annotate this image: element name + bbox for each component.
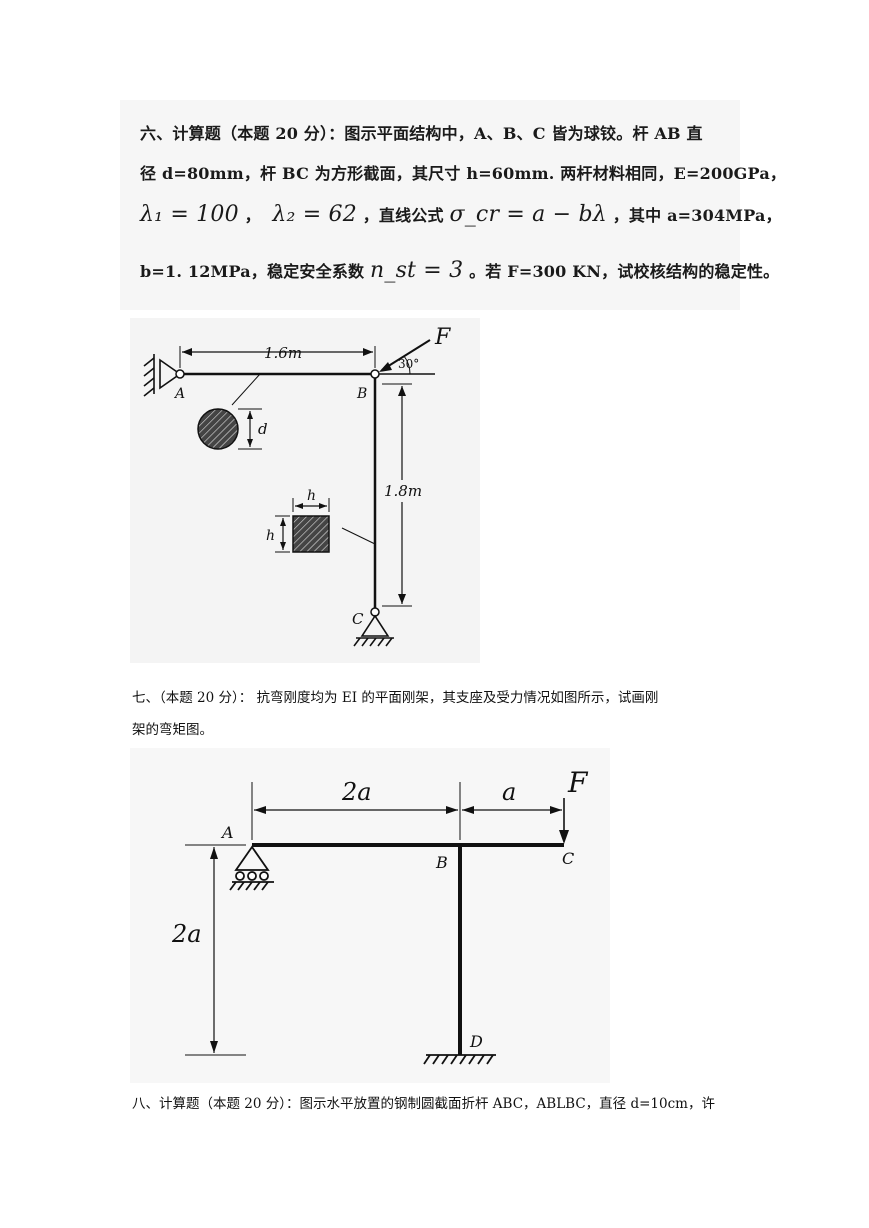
problem-7-text: 七、（本题 20 分）： 抗弯刚度均为 EI 的平面刚架，其支座及受力情况如图所… <box>132 682 658 746</box>
lambda2-expr: λ₂ = 62 <box>272 202 357 227</box>
diameter-d-label: d <box>258 420 268 438</box>
formula-suffix: ，其中 a=304MPa， <box>612 206 782 225</box>
point-c-label: C <box>352 610 364 628</box>
point-a-label-7: A <box>220 823 234 842</box>
problem-6-figure: 1.6m F 30° 1.8m A B C d h h <box>130 318 480 663</box>
square-h-top-label: h <box>307 488 316 504</box>
problem-6-line-4: b=1. 12MPa，稳定安全系数 n_st = 3 。若 F=300 KN，试… <box>140 258 779 283</box>
square-section <box>292 515 330 553</box>
pin-support-a <box>143 354 182 397</box>
point-d-label-7: D <box>469 1032 483 1051</box>
force-f-label: F <box>434 325 451 350</box>
point-b-label: B <box>356 386 367 402</box>
problem-7-line-2: 架的弯矩图。 <box>132 722 213 738</box>
line4-suffix: 。若 F=300 KN，试校核结构的稳定性。 <box>469 262 780 281</box>
problem-6-line-3: λ₁ = 100 ， λ₂ = 62 ，直线公式 σ_cr = a − bλ ，… <box>140 202 782 227</box>
problem-7-line-1: 七、（本题 20 分）： 抗弯刚度均为 EI 的平面刚架，其支座及受力情况如图所… <box>132 690 659 706</box>
roller-support-a <box>229 845 274 891</box>
problem-6-line-2: 径 d=80mm，杆 BC 为方形截面，其尺寸 h=60mm. 两杆材料相同，E… <box>140 164 787 183</box>
fixed-support-d <box>423 1054 496 1065</box>
dim-2a-top-label: 2a <box>341 778 372 806</box>
pin-support-c <box>353 614 394 647</box>
point-c-label-7: C <box>562 849 574 868</box>
line4-prefix: b=1. 12MPa，稳定安全系数 <box>140 262 365 281</box>
problem-6-line-1: 六、计算题（本题 20 分）：图示平面结构中，A、B、C 皆为球铰。杆 AB 直 <box>140 124 703 143</box>
formula-prefix: ，直线公式 <box>362 206 444 225</box>
problem-6-text-block: 六、计算题（本题 20 分）：图示平面结构中，A、B、C 皆为球铰。杆 AB 直… <box>120 100 786 310</box>
force-f-label-7: F <box>567 766 589 799</box>
circular-section <box>197 408 239 450</box>
point-a-label: A <box>173 386 185 402</box>
point-b-label-7: B <box>435 853 448 872</box>
dim-bc-label: 1.8m <box>384 482 422 500</box>
dim-a-top-label: a <box>502 778 516 806</box>
lambda1-expr: λ₁ = 100 <box>140 202 239 227</box>
problem-8-text: 八、计算题（本题 20 分）：图示水平放置的钢制圆截面折杆 ABC，ABLBC，… <box>132 1096 715 1112</box>
dim-ab-label: 1.6m <box>264 344 302 362</box>
dim-2a-left-label: 2a <box>171 920 202 948</box>
nst-expr: n_st = 3 <box>370 258 464 283</box>
angle-30-label: 30° <box>398 357 419 371</box>
formula-expr: σ_cr = a − bλ <box>449 202 607 227</box>
problem-7-figure: 2a a F 2a A B C D <box>130 748 610 1083</box>
square-h-side-label: h <box>266 528 275 544</box>
